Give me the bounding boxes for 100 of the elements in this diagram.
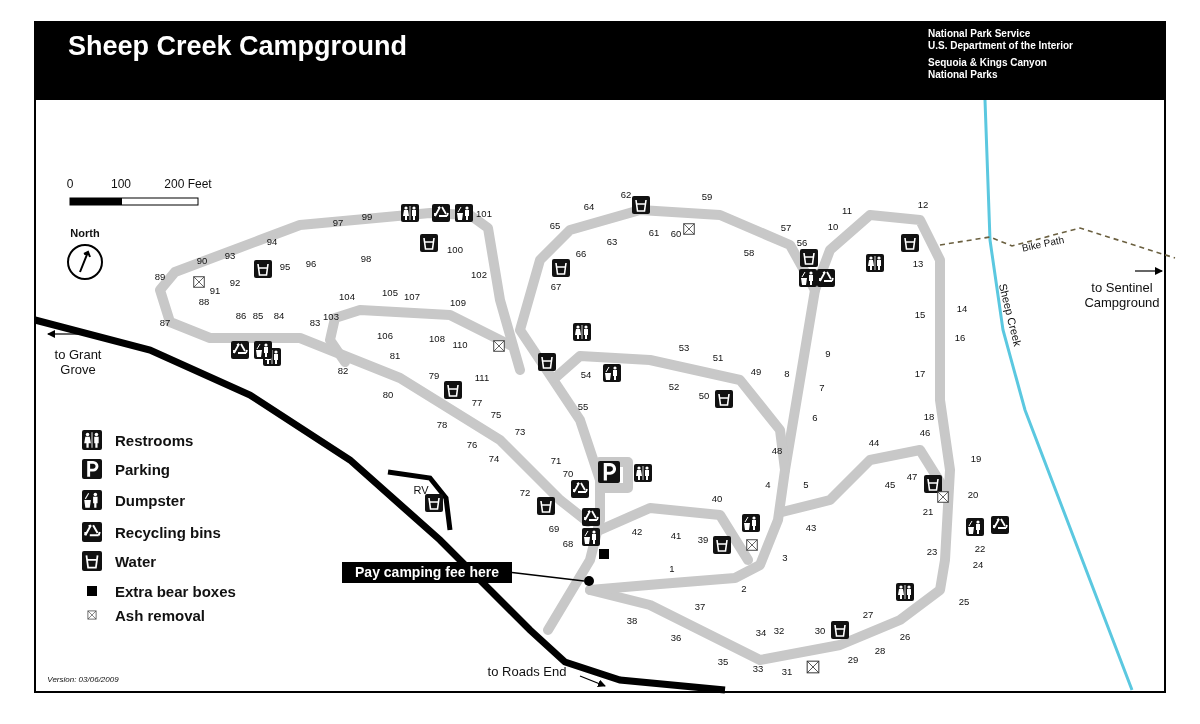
site-number: 105	[382, 286, 398, 298]
leader-line	[511, 571, 585, 582]
site-number: 13	[912, 257, 924, 269]
site-number: 62	[620, 188, 632, 200]
site-number: 48	[771, 444, 783, 456]
site-number: 68	[562, 537, 574, 549]
site-number: 106	[377, 329, 393, 341]
site-number: 75	[490, 408, 502, 420]
site-number: 84	[273, 309, 285, 321]
site-number: 5	[803, 478, 809, 490]
site-number: 78	[436, 418, 448, 430]
site-number: 39	[697, 533, 709, 545]
site-number: 46	[919, 426, 931, 438]
site-number: 2	[741, 582, 747, 594]
site-number: 12	[917, 198, 929, 210]
site-number: 55	[577, 400, 589, 412]
site-number: 10	[827, 220, 839, 232]
site-number: 73	[514, 425, 526, 437]
callout-box: Pay camping fee here	[342, 562, 512, 583]
compass-label: North	[70, 226, 100, 240]
site-number: 94	[266, 235, 278, 247]
site-number: 102	[471, 268, 487, 280]
site-number: 7	[819, 381, 825, 393]
site-number: 104	[339, 290, 355, 302]
scale-label: 100	[111, 178, 131, 192]
site-number: 26	[899, 630, 911, 642]
site-number: 76	[466, 438, 478, 450]
site-number: 33	[752, 662, 764, 674]
site-number: 56	[796, 236, 808, 248]
site-number: 23	[926, 545, 938, 557]
header-text: Sequoia & Kings Canyon National Parks	[928, 56, 1048, 80]
site-number: 77	[471, 396, 483, 408]
site-number: 61	[648, 226, 660, 238]
site-number: 35	[717, 655, 729, 667]
site-number: 24	[972, 558, 984, 570]
site-number: 44	[868, 436, 880, 448]
site-number: 9	[825, 347, 831, 359]
site-number: 43	[805, 521, 817, 533]
site-number: 99	[361, 210, 373, 222]
site-number: 98	[360, 252, 372, 264]
site-number: 20	[967, 488, 979, 500]
site-number: 81	[389, 349, 401, 361]
legend-label: Parking	[115, 460, 171, 478]
site-number: 42	[631, 525, 643, 537]
site-number: 65	[549, 219, 561, 231]
site-number: 108	[429, 332, 445, 344]
site-number: 89	[154, 270, 166, 282]
site-number: 52	[668, 380, 680, 392]
site-number: 16	[954, 331, 966, 343]
site-number: 3	[782, 551, 788, 563]
site-number: 4	[765, 478, 771, 490]
map-title: Sheep Creek Campground	[68, 31, 408, 62]
site-number: 107	[404, 290, 420, 302]
site-number: 47	[906, 470, 918, 482]
site-number: 11	[842, 204, 852, 216]
site-number: 22	[974, 542, 986, 554]
site-number: 40	[711, 492, 723, 504]
site-number: 86	[235, 309, 247, 321]
direction-label: to Roads End	[487, 664, 567, 680]
site-number: 8	[784, 367, 790, 379]
header-text: National Park Service	[928, 28, 1031, 40]
site-number: 63	[606, 235, 618, 247]
site-number: 41	[670, 529, 682, 541]
site-number: 57	[780, 221, 792, 233]
scale-label: 0	[66, 178, 74, 192]
scale-label: 200 Feet	[164, 178, 212, 192]
site-number: 74	[488, 452, 500, 464]
site-number: 60	[670, 227, 682, 239]
site-number: 103	[323, 310, 339, 322]
site-number: 110	[452, 338, 468, 350]
site-number: 82	[337, 364, 349, 376]
road-label: RV	[413, 483, 429, 497]
direction-label: to Grant Grove	[53, 348, 103, 378]
site-number: 34	[755, 626, 767, 638]
site-number: 111	[474, 371, 490, 383]
location-dot	[584, 576, 594, 586]
site-number: 54	[580, 368, 592, 380]
site-number: 90	[196, 254, 208, 266]
site-number: 66	[575, 247, 587, 259]
legend-label: Ash removal	[115, 606, 206, 624]
site-number: 87	[159, 316, 171, 328]
site-number: 70	[562, 467, 574, 479]
site-number: 101	[476, 207, 492, 219]
site-number: 72	[519, 486, 531, 498]
direction-label: to Sentinel Campground	[1083, 281, 1161, 311]
site-number: 100	[447, 243, 463, 255]
site-number: 79	[428, 369, 440, 381]
site-number: 18	[923, 410, 935, 422]
site-number: 93	[224, 249, 236, 261]
site-number: 88	[198, 295, 210, 307]
site-number: 58	[743, 246, 755, 258]
site-number: 30	[814, 624, 826, 636]
site-number: 69	[548, 522, 560, 534]
site-number: 25	[958, 595, 970, 607]
legend-label: Dumpster	[115, 491, 185, 509]
site-number: 50	[698, 389, 710, 401]
site-number: 71	[550, 454, 562, 466]
site-number: 83	[309, 316, 321, 328]
site-number: 109	[450, 296, 466, 308]
legend-label: Restrooms	[115, 431, 194, 449]
